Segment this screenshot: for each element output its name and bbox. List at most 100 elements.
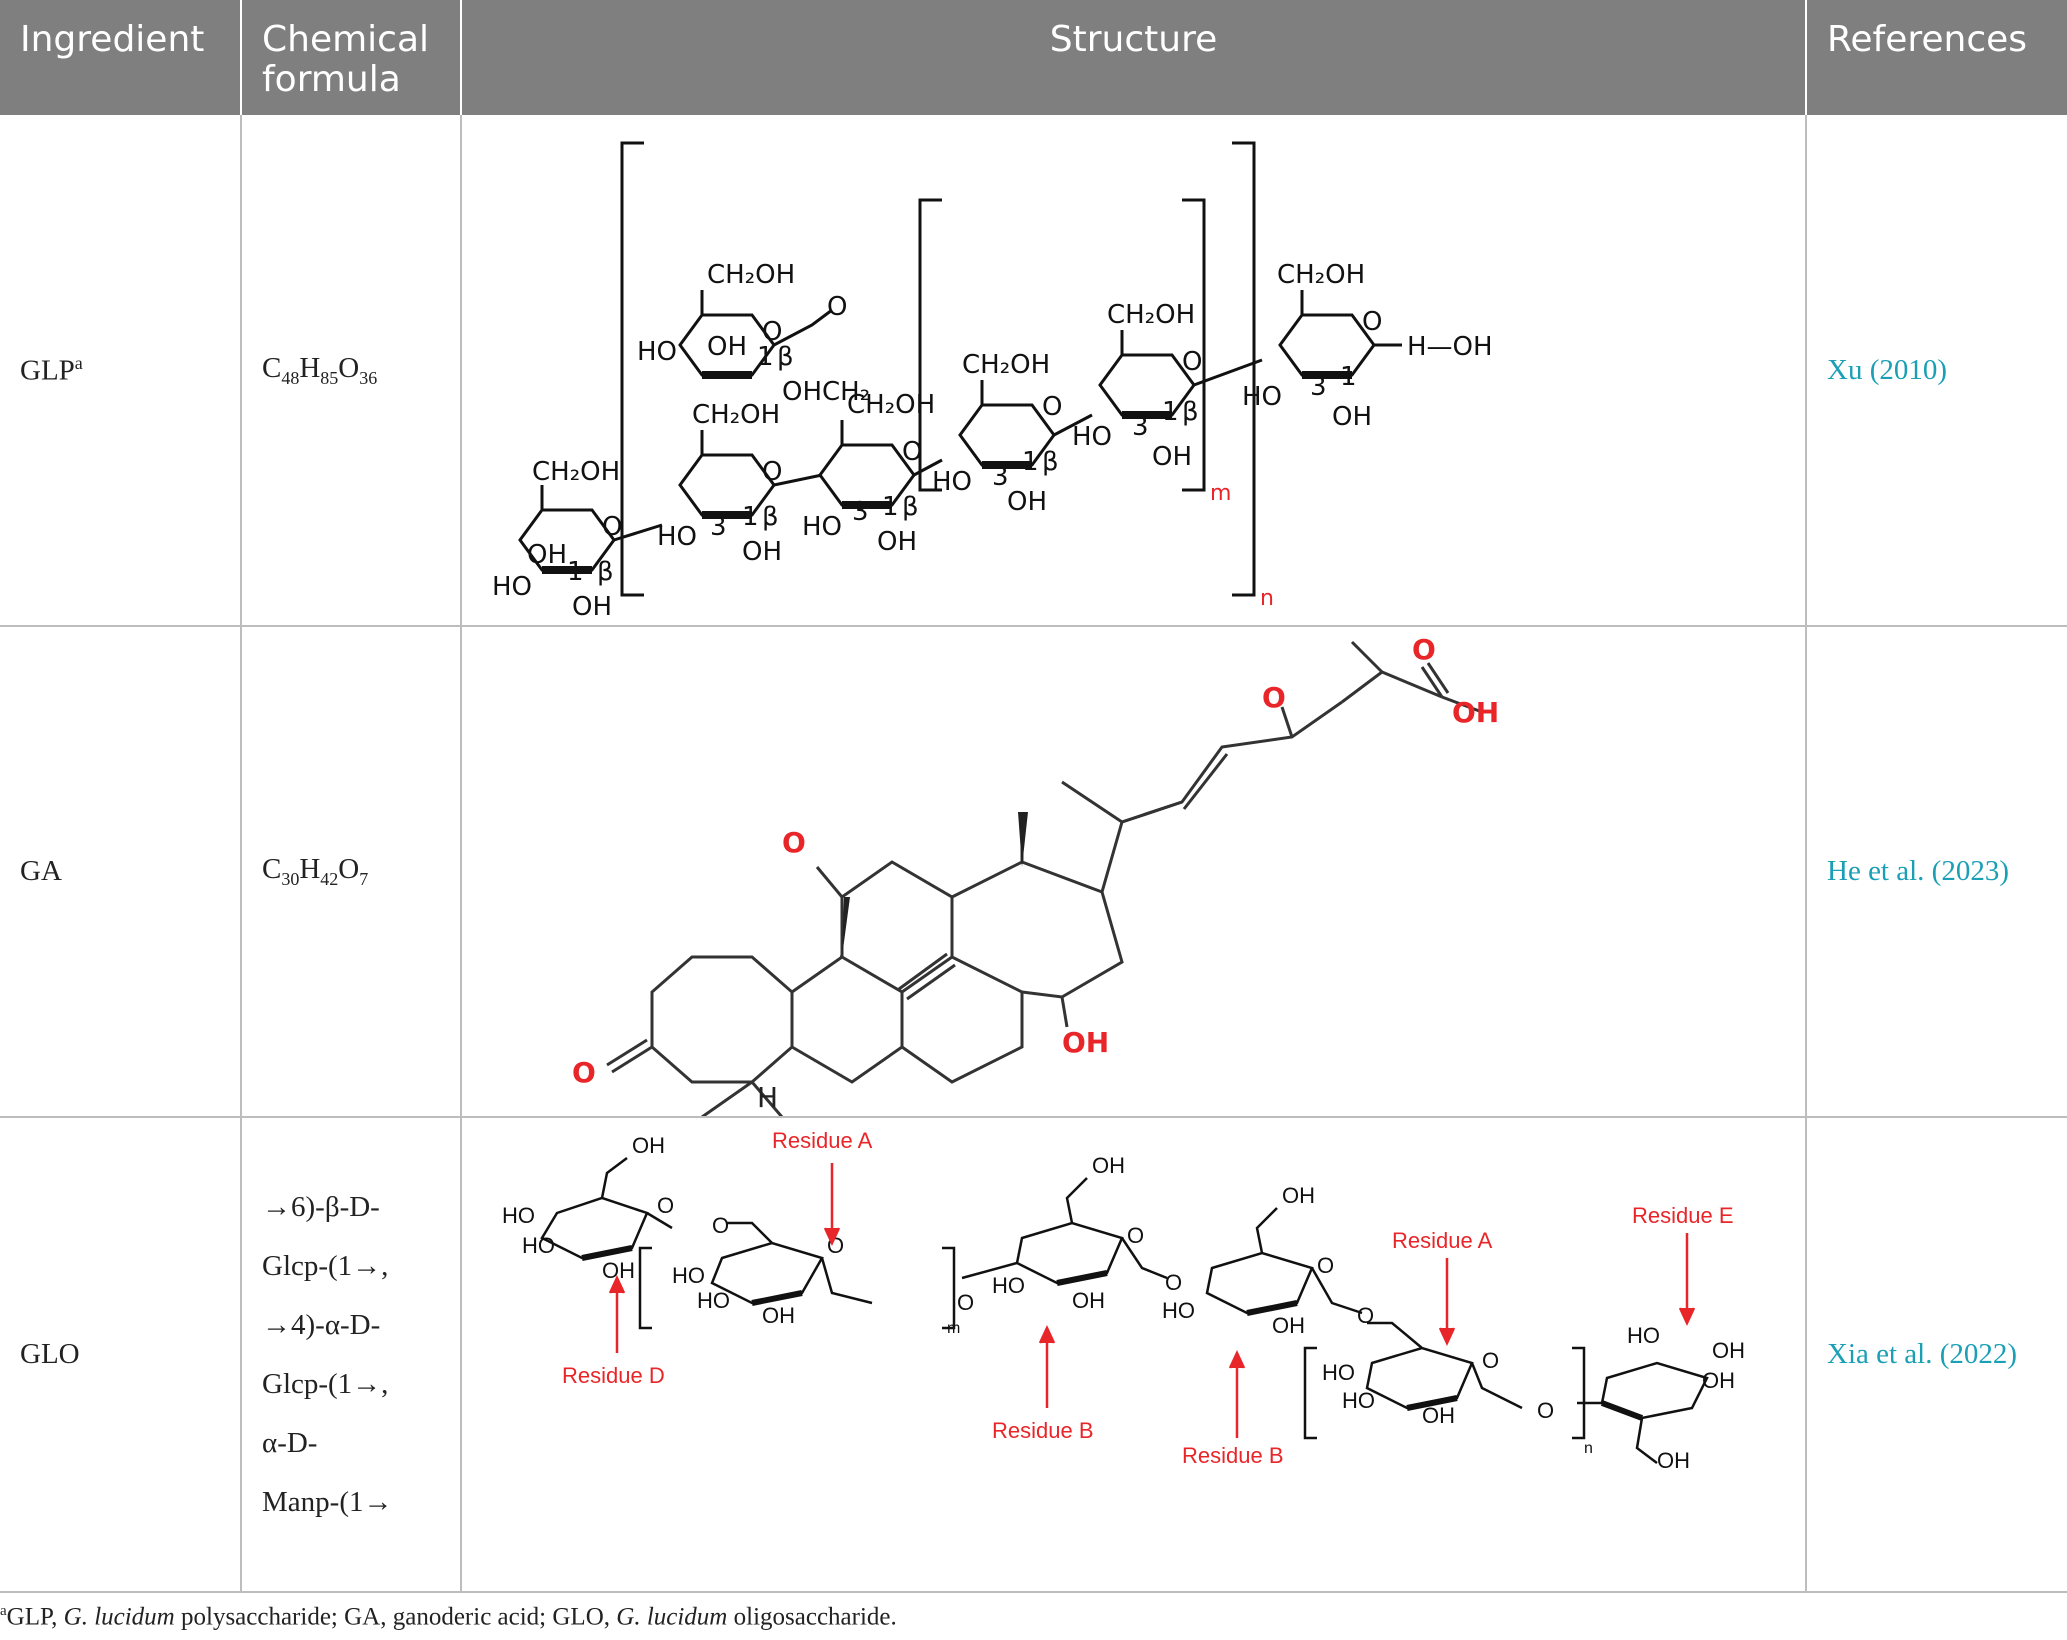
header-ingredient: Ingredient (0, 0, 242, 115)
svg-text:OH: OH (632, 1133, 665, 1158)
svg-text:Residue B: Residue B (992, 1418, 1094, 1443)
svg-text:CH₂OH: CH₂OH (532, 457, 620, 487)
table-row-glp: GLPa C48H85O36 (0, 115, 2067, 627)
svg-text:HO: HO (1162, 1298, 1195, 1323)
svg-text:O: O (1165, 1270, 1182, 1295)
svg-text:OH: OH (1152, 442, 1192, 472)
residue-labels: Residue A Residue D Residue B Residue B … (562, 1128, 1734, 1468)
svg-text:Residue A: Residue A (772, 1128, 873, 1153)
svg-text:O: O (657, 1193, 674, 1218)
svg-text:1: 1 (1340, 362, 1357, 392)
svg-text:HO: HO (1342, 1388, 1375, 1413)
cell-formula: C30H42O7 (241, 626, 462, 1118)
ga-heteroatoms: O O O O OH OH (572, 633, 1499, 1089)
svg-text:OH: OH (1702, 1368, 1735, 1393)
svg-text:CH₂: CH₂ (822, 377, 870, 407)
svg-text:O: O (957, 1290, 974, 1315)
svg-text:OH: OH (877, 527, 917, 557)
glo-structure: OH HO HO O OH O O HO HO OH O OH O HO (461, 1117, 1807, 1593)
svg-text:1: 1 (882, 492, 899, 522)
cell-reference: Xia et al. (2022) (1806, 1117, 2067, 1593)
svg-text:HO: HO (502, 1203, 535, 1228)
glp-atom-labels: CH₂OH O OH HO 1 β OH CH₂OH O HO 3 1 β OH (492, 260, 1493, 622)
svg-text:1: 1 (1022, 447, 1039, 477)
residue-arrows (608, 1163, 1696, 1438)
svg-text:CH₂OH: CH₂OH (962, 350, 1050, 380)
svg-text:O: O (1317, 1253, 1334, 1278)
svg-text:HO: HO (1242, 382, 1282, 412)
svg-text:HO: HO (802, 512, 842, 542)
svg-text:n: n (1584, 1440, 1593, 1457)
svg-text:m: m (1210, 481, 1231, 506)
svg-text:O: O (762, 317, 782, 347)
svg-text:O: O (1182, 347, 1202, 377)
cell-reference: He et al. (2023) (1806, 626, 2067, 1118)
svg-text:m: m (947, 1320, 960, 1337)
svg-text:HO: HO (637, 337, 677, 367)
svg-text:O: O (902, 437, 922, 467)
svg-text:O: O (572, 1056, 596, 1089)
svg-text:OH: OH (1062, 1026, 1109, 1059)
reference-link[interactable]: Xia et al. (2022) (1827, 1338, 2018, 1370)
svg-text:OH: OH (1092, 1153, 1125, 1178)
svg-text:1: 1 (757, 342, 774, 372)
svg-text:OH: OH (1422, 1403, 1455, 1428)
svg-text:3: 3 (1132, 412, 1149, 442)
reference-link[interactable]: Xu (2010) (1827, 353, 1948, 386)
header-references: References (1806, 0, 2067, 115)
glo-structure-diagram: OH HO HO O OH O O HO HO OH O OH O HO (502, 1128, 1745, 1473)
svg-text:1: 1 (567, 557, 584, 587)
svg-text:O: O (782, 826, 806, 859)
svg-text:O: O (712, 1213, 729, 1238)
svg-text:OH: OH (572, 592, 612, 622)
svg-text:HO: HO (992, 1273, 1025, 1298)
svg-text:HO: HO (657, 522, 697, 552)
ga-structure: O O O O OH OH H (461, 626, 1807, 1118)
svg-text:HO: HO (1072, 422, 1112, 452)
svg-text:CH₂OH: CH₂OH (692, 400, 780, 430)
svg-text:HO: HO (492, 572, 532, 602)
svg-text:OH: OH (527, 540, 567, 570)
svg-text:H: H (757, 1081, 778, 1114)
svg-text:O: O (1357, 1303, 1374, 1328)
svg-text:OH: OH (742, 537, 782, 567)
svg-text:CH₂OH: CH₂OH (1277, 260, 1365, 290)
header-structure: Structure (461, 0, 1807, 115)
svg-text:OH: OH (1007, 487, 1047, 517)
svg-text:3: 3 (992, 462, 1009, 492)
svg-text:HO: HO (932, 467, 972, 497)
svg-text:OH: OH (1282, 1183, 1315, 1208)
glp-structure-diagram: CH₂OH O OH HO 1 β OH CH₂OH O HO 3 1 β OH (492, 141, 1493, 622)
svg-text:O: O (1262, 681, 1286, 714)
svg-text:β: β (777, 342, 794, 372)
svg-text:H—OH: H—OH (1407, 332, 1493, 362)
svg-text:O: O (762, 457, 782, 487)
svg-text:O: O (1042, 392, 1062, 422)
svg-text:Residue D: Residue D (562, 1363, 665, 1388)
svg-text:O: O (1537, 1398, 1554, 1423)
reference-link[interactable]: He et al. (2023) (1827, 855, 2009, 887)
svg-text:HO: HO (522, 1233, 555, 1258)
svg-text:HO: HO (1627, 1323, 1660, 1348)
svg-text:O: O (1362, 307, 1382, 337)
cell-ingredient: GA (0, 626, 242, 1118)
svg-text:HO: HO (697, 1288, 730, 1313)
svg-text:OH: OH (1332, 402, 1372, 432)
svg-text:HO: HO (1322, 1360, 1355, 1385)
svg-text:CH₂OH: CH₂OH (707, 260, 795, 290)
svg-text:Residue A: Residue A (1392, 1228, 1493, 1253)
svg-text:OH: OH (1712, 1338, 1745, 1363)
svg-text:1: 1 (1162, 397, 1179, 427)
table-row-ga: GA C30H42O7 (0, 626, 2067, 1118)
svg-text:3: 3 (1310, 372, 1327, 402)
svg-text:OH: OH (1452, 696, 1499, 729)
svg-text:β: β (597, 557, 614, 587)
svg-text:1: 1 (742, 502, 759, 532)
svg-text:O: O (1482, 1348, 1499, 1373)
svg-text:CH₂OH: CH₂OH (847, 390, 935, 420)
svg-text:O: O (827, 292, 847, 322)
svg-text:β: β (762, 502, 779, 532)
